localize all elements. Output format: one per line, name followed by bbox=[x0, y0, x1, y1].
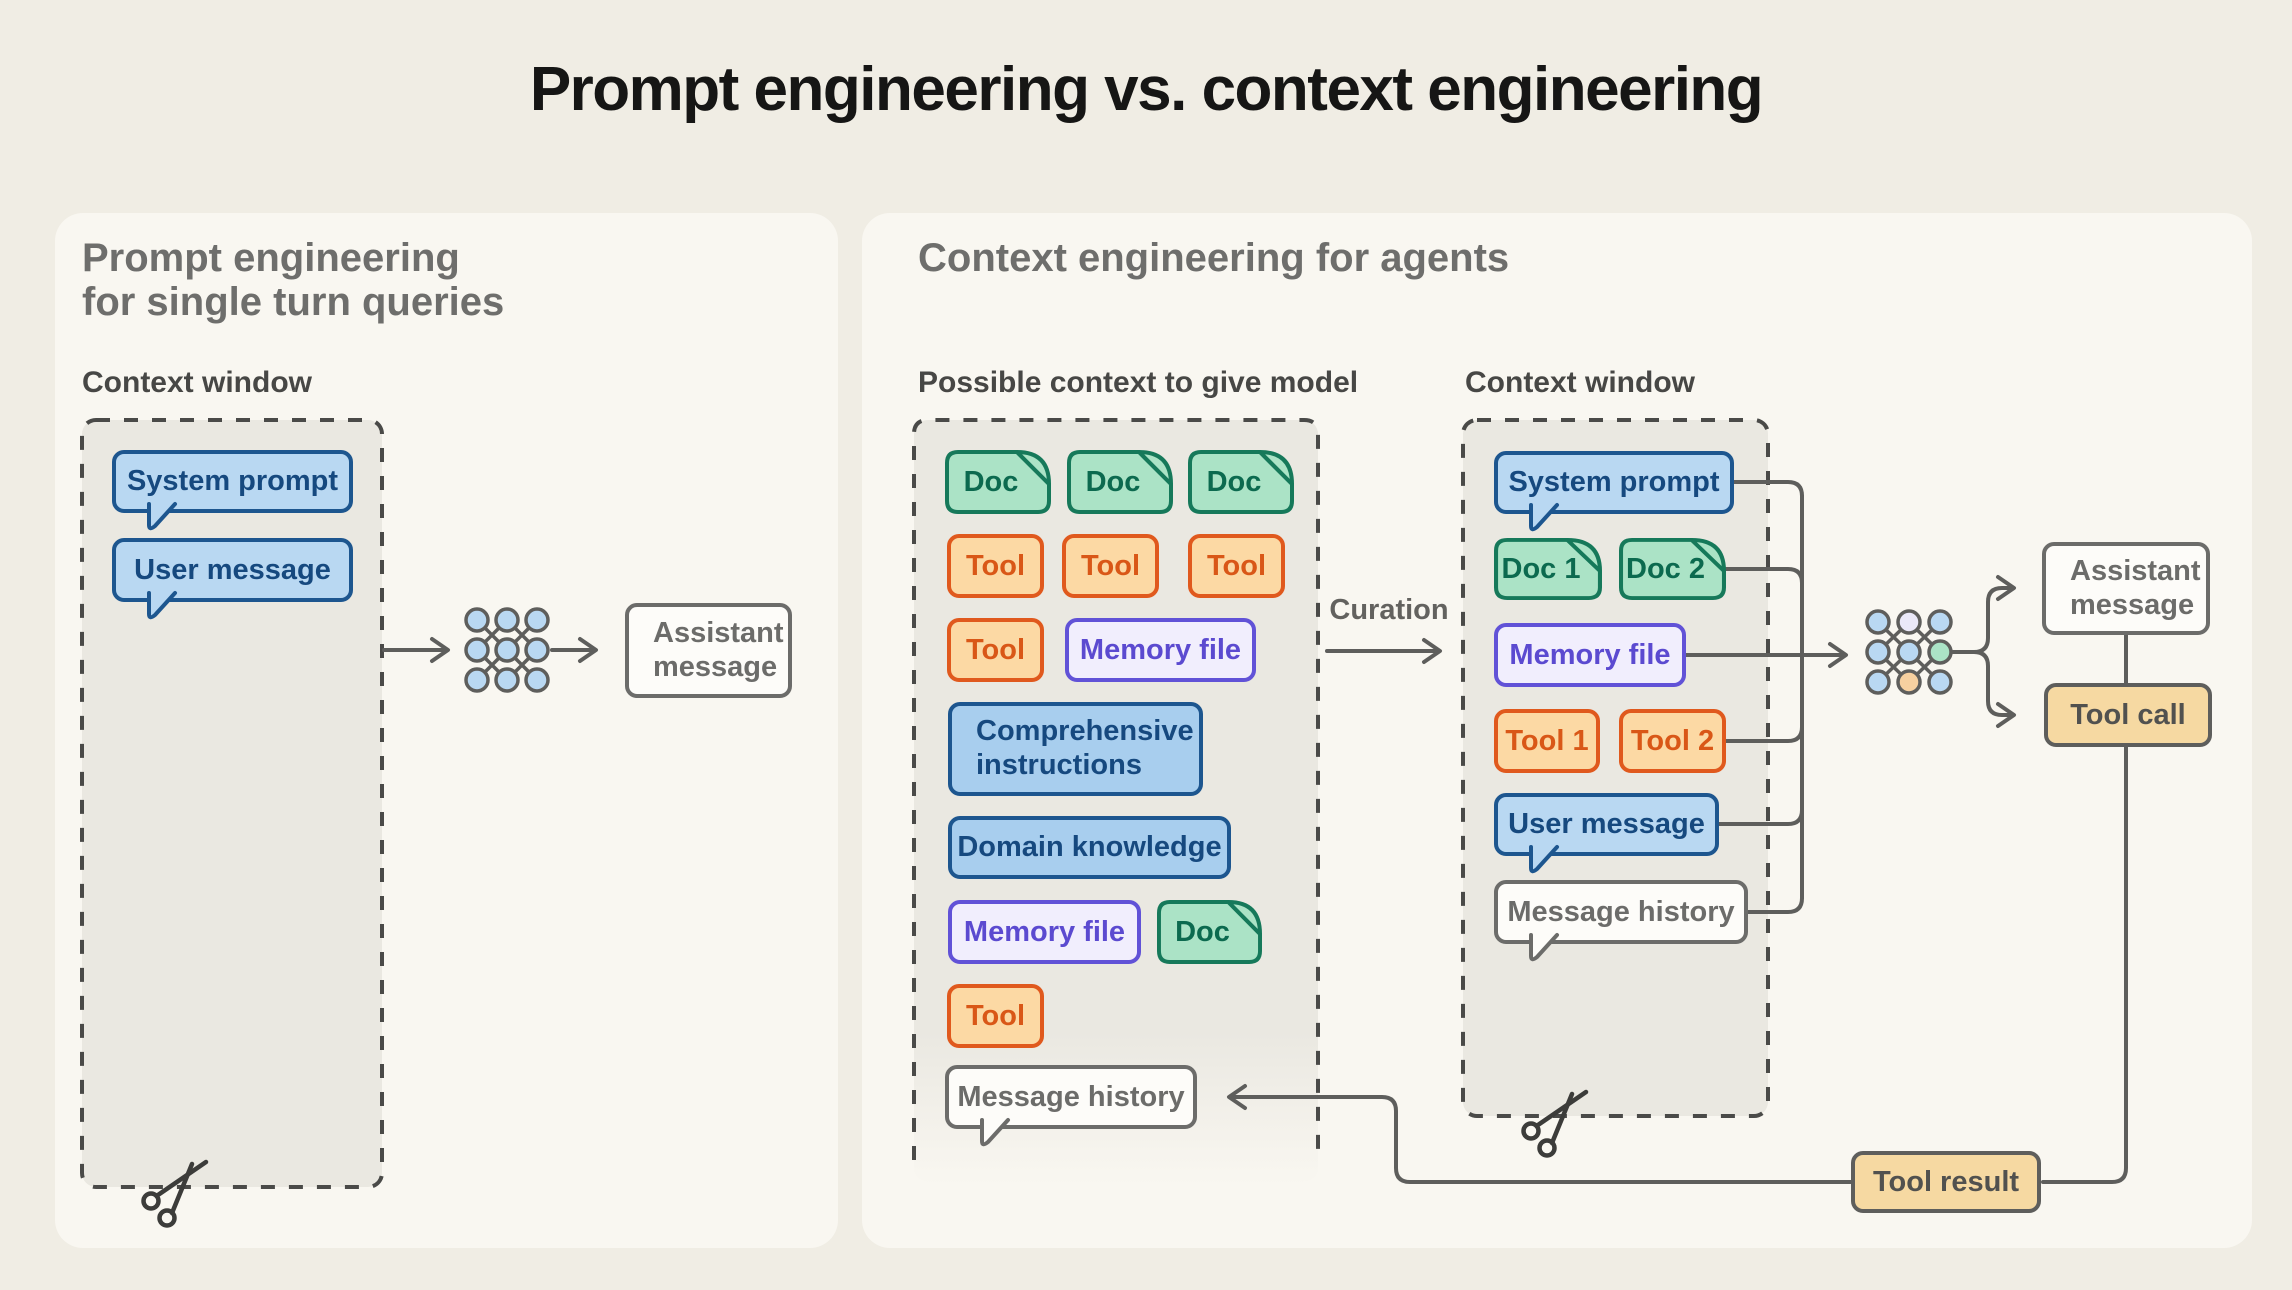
user-message-bubble: User message bbox=[112, 538, 353, 620]
user-message-label: User message bbox=[1508, 808, 1705, 840]
user-message-bubble: User message bbox=[1494, 793, 1719, 874]
possible-context-label: Possible context to give model bbox=[918, 366, 1359, 399]
doc-label: Doc bbox=[1206, 465, 1262, 498]
document-icon bbox=[1619, 538, 1726, 600]
memory-file-item: Memory file bbox=[948, 900, 1141, 964]
tool-item: Tool bbox=[947, 618, 1044, 682]
tool-result-box: Tool result bbox=[1851, 1151, 2041, 1213]
left-heading-line1: Prompt engineering bbox=[82, 236, 460, 280]
left-panel-heading: Prompt engineering for single turn queri… bbox=[82, 236, 504, 324]
tool-label: Tool bbox=[1206, 549, 1267, 582]
right-context-window-label: Context window bbox=[1465, 366, 1695, 399]
tool-label: Tool bbox=[965, 999, 1026, 1032]
scissors-icon-left bbox=[141, 1159, 209, 1228]
context-bus-connectors bbox=[1684, 480, 1848, 914]
tool-call-box: Tool call bbox=[2044, 683, 2212, 747]
curation-label: Curation bbox=[1329, 594, 1449, 626]
doc-item: Doc 1 bbox=[1494, 538, 1602, 600]
left-heading-line2: for single turn queries bbox=[82, 280, 505, 324]
speech-tail-icon bbox=[147, 591, 177, 620]
tool-item: Tool bbox=[1062, 534, 1159, 598]
document-icon bbox=[1157, 900, 1262, 964]
tool-item: Tool bbox=[947, 984, 1044, 1048]
assistant-message-label: Assistant message bbox=[653, 616, 784, 683]
flow-arrow-left-input bbox=[382, 637, 450, 663]
model-output-branches bbox=[1951, 575, 2016, 728]
toolresult-feedback-loop bbox=[1227, 1084, 1853, 1184]
tool-item: Tool bbox=[1188, 534, 1285, 598]
left-context-window-label: Context window bbox=[82, 366, 312, 399]
doc-item: Doc bbox=[945, 450, 1051, 514]
tool-label: Tool 2 bbox=[1630, 724, 1715, 757]
speech-tail-icon bbox=[1529, 933, 1559, 962]
assistant-message-box-right: Assistant message bbox=[2042, 542, 2210, 635]
message-history-label: Message history bbox=[1507, 895, 1735, 928]
tool-item: Tool bbox=[947, 534, 1044, 598]
tool-result-label: Tool result bbox=[1872, 1165, 2020, 1198]
doc-item: Doc bbox=[1188, 450, 1294, 514]
model-icon bbox=[464, 607, 550, 693]
doc-label: Doc bbox=[1175, 915, 1230, 948]
comprehensive-instructions-label: Comprehensive instructions bbox=[976, 715, 1194, 781]
speech-tail-icon bbox=[980, 1118, 1010, 1147]
toolcall-toolresult-link bbox=[2041, 745, 2128, 1184]
doc-label: Doc 2 bbox=[1626, 552, 1705, 585]
user-message-label: User message bbox=[134, 553, 331, 586]
doc-item: Doc bbox=[1067, 450, 1173, 514]
tool-label: Tool bbox=[965, 549, 1026, 582]
memory-file-item: Memory file bbox=[1494, 623, 1686, 687]
doc-label: Doc bbox=[1085, 465, 1141, 498]
agent-context-window-border bbox=[1461, 418, 1770, 1118]
speech-tail-icon bbox=[1529, 503, 1559, 532]
left-context-window-border bbox=[80, 418, 384, 1189]
tool-call-label: Tool call bbox=[2070, 698, 2186, 731]
message-history-bubble: Message history bbox=[945, 1065, 1197, 1147]
memory-file-item: Memory file bbox=[1065, 618, 1256, 682]
tool-item: Tool 1 bbox=[1494, 709, 1600, 773]
tool-label: Tool bbox=[965, 633, 1026, 666]
doc-label: Doc bbox=[963, 465, 1019, 498]
document-icon bbox=[1188, 450, 1294, 514]
page-title: Prompt engineering vs. context engineeri… bbox=[529, 55, 1764, 124]
agent-model-icon bbox=[1865, 609, 1953, 695]
speech-tail-icon bbox=[147, 502, 177, 531]
system-prompt-label: System prompt bbox=[126, 465, 339, 497]
tool-label: Tool 1 bbox=[1505, 724, 1589, 757]
domain-knowledge-label: Domain knowledge bbox=[957, 831, 1222, 863]
assistant-message-box-left: Assistant message bbox=[625, 603, 792, 698]
flow-arrow-left-output bbox=[550, 637, 598, 663]
document-icon bbox=[945, 450, 1051, 514]
message-history-label: Message history bbox=[957, 1080, 1185, 1113]
speech-tail-icon bbox=[1529, 845, 1559, 874]
comprehensive-instructions-item: Comprehensive instructions bbox=[948, 702, 1203, 796]
system-prompt-bubble: System prompt bbox=[112, 450, 353, 531]
doc-label: Doc 1 bbox=[1501, 552, 1581, 585]
document-icon bbox=[1494, 538, 1602, 600]
right-panel-heading: Context engineering for agents bbox=[918, 236, 1510, 280]
message-history-bubble: Message history bbox=[1494, 880, 1748, 962]
memory-file-label: Memory file bbox=[1079, 633, 1242, 666]
tool-item: Tool 2 bbox=[1619, 709, 1726, 773]
memory-file-label: Memory file bbox=[1509, 638, 1671, 671]
memory-file-label: Memory file bbox=[963, 915, 1126, 948]
scissors-icon-right bbox=[1521, 1089, 1589, 1158]
system-prompt-label: System prompt bbox=[1508, 466, 1720, 498]
assistant-message-label: Assistant message bbox=[2070, 554, 2201, 621]
curation-arrow bbox=[1325, 638, 1442, 664]
domain-knowledge-item: Domain knowledge bbox=[948, 816, 1231, 879]
system-prompt-bubble: System prompt bbox=[1494, 451, 1734, 532]
document-icon bbox=[1067, 450, 1173, 514]
doc-item: Doc 2 bbox=[1619, 538, 1726, 600]
possible-context-border bbox=[912, 418, 1320, 1160]
tool-label: Tool bbox=[1080, 549, 1141, 582]
left-context-window-zone bbox=[82, 420, 382, 1187]
doc-item: Doc bbox=[1157, 900, 1262, 964]
